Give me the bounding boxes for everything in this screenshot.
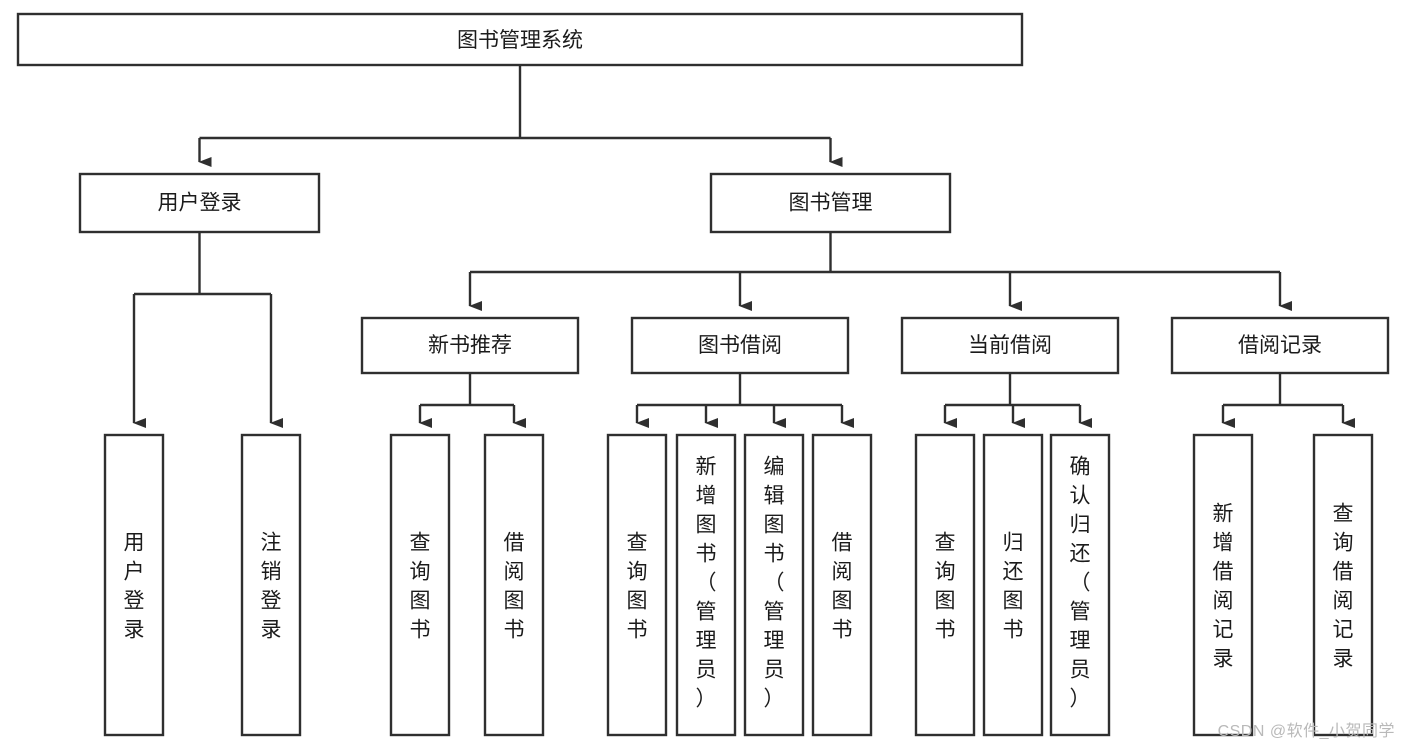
leaf-node[interactable]: 查询借阅记录 [1312, 433, 1374, 737]
watermark-csdn: CSDN @软件_小贺同学 [1217, 723, 1395, 740]
leaf-query-book-2-label: 查询图书 [627, 532, 648, 642]
leaf-user-login-label: 用户登录 [124, 532, 145, 642]
leaf-query-book-3-label: 查询图书 [935, 532, 956, 642]
leaf-return-book-box[interactable] [982, 433, 1044, 737]
leaf-node[interactable]: 查询图书 [606, 433, 668, 737]
leaf-node[interactable]: 新增图书（管理员） [675, 433, 737, 737]
node-current-borrow-label: 当前借阅 [968, 334, 1052, 357]
node-user-login[interactable]: 用户登录 [78, 172, 321, 234]
leaf-query-book-2-box[interactable] [606, 433, 668, 737]
node-user-login-box[interactable] [78, 172, 321, 234]
leaf-node[interactable]: 编辑图书（管理员） [743, 433, 805, 737]
leaf-node[interactable]: 查询图书 [389, 433, 451, 737]
leaf-add-record-label: 新增借阅记录 [1213, 503, 1234, 671]
node-book-manage-box[interactable] [709, 172, 952, 234]
leaf-node[interactable]: 确认归还（管理员） [1049, 433, 1111, 737]
node-book-borrow-box[interactable] [630, 316, 850, 375]
leaf-borrow-book-2-label: 借阅图书 [832, 532, 853, 642]
leaf-logout-login-box[interactable] [240, 433, 302, 737]
leaf-nodes-layer: 用户登录 注销登录 查询图书 借阅图书 查询图书 新增图书（管理员） 编辑图书（管理员） 借阅… [103, 433, 1374, 737]
node-book-borrow[interactable]: 图书借阅 [630, 316, 850, 375]
leaf-query-book-3-box[interactable] [914, 433, 976, 737]
leaf-node[interactable]: 归还图书 [982, 433, 1044, 737]
node-book-manage-label: 图书管理 [789, 192, 873, 215]
leaf-user-login-box[interactable] [103, 433, 165, 737]
leaf-query-record-label: 查询借阅记录 [1333, 503, 1354, 671]
node-root[interactable]: 图书管理系统 [16, 12, 1024, 67]
leaf-node[interactable]: 借阅图书 [483, 433, 545, 737]
leaf-confirm-return-label: 确认归还（管理员） [1070, 456, 1091, 711]
leaf-add-record-box[interactable] [1192, 433, 1254, 737]
leaf-edit-book-admin-label: 编辑图书（管理员） [764, 456, 785, 711]
node-borrow-record[interactable]: 借阅记录 [1170, 316, 1390, 375]
node-new-book-recommend[interactable]: 新书推荐 [360, 316, 580, 375]
leaf-borrow-book-1-label: 借阅图书 [504, 532, 525, 642]
node-root-label: 图书管理系统 [457, 29, 583, 52]
leaf-confirm-return-box[interactable] [1049, 433, 1111, 737]
node-current-borrow[interactable]: 当前借阅 [900, 316, 1120, 375]
leaf-borrow-book-2-box[interactable] [811, 433, 873, 737]
leaf-node[interactable]: 新增借阅记录 [1192, 433, 1254, 737]
leaf-node[interactable]: 注销登录 [240, 433, 302, 737]
node-book-manage[interactable]: 图书管理 [709, 172, 952, 234]
leaf-node[interactable]: 借阅图书 [811, 433, 873, 737]
node-current-borrow-box[interactable] [900, 316, 1120, 375]
leaf-logout-login-label: 注销登录 [261, 532, 282, 642]
node-new-book-recommend-box[interactable] [360, 316, 580, 375]
leaf-query-book-1-box[interactable] [389, 433, 451, 737]
leaf-query-record-box[interactable] [1312, 433, 1374, 737]
leaf-node[interactable]: 查询图书 [914, 433, 976, 737]
node-borrow-record-label: 借阅记录 [1238, 334, 1322, 357]
node-root-box[interactable] [16, 12, 1024, 67]
connectors [132, 65, 1355, 428]
leaf-return-book-label: 归还图书 [1003, 532, 1024, 642]
leaf-borrow-book-1-box[interactable] [483, 433, 545, 737]
node-new-book-recommend-label: 新书推荐 [428, 334, 512, 357]
node-book-borrow-label: 图书借阅 [698, 334, 782, 357]
leaf-query-book-1-label: 查询图书 [410, 532, 431, 642]
leaf-add-book-admin-label: 新增图书（管理员） [696, 456, 717, 711]
leaf-edit-book-admin-box[interactable] [743, 433, 805, 737]
node-borrow-record-box[interactable] [1170, 316, 1390, 375]
leaf-add-book-admin-box[interactable] [675, 433, 737, 737]
leaf-node[interactable]: 用户登录 [103, 433, 165, 737]
node-user-login-label: 用户登录 [158, 192, 242, 215]
